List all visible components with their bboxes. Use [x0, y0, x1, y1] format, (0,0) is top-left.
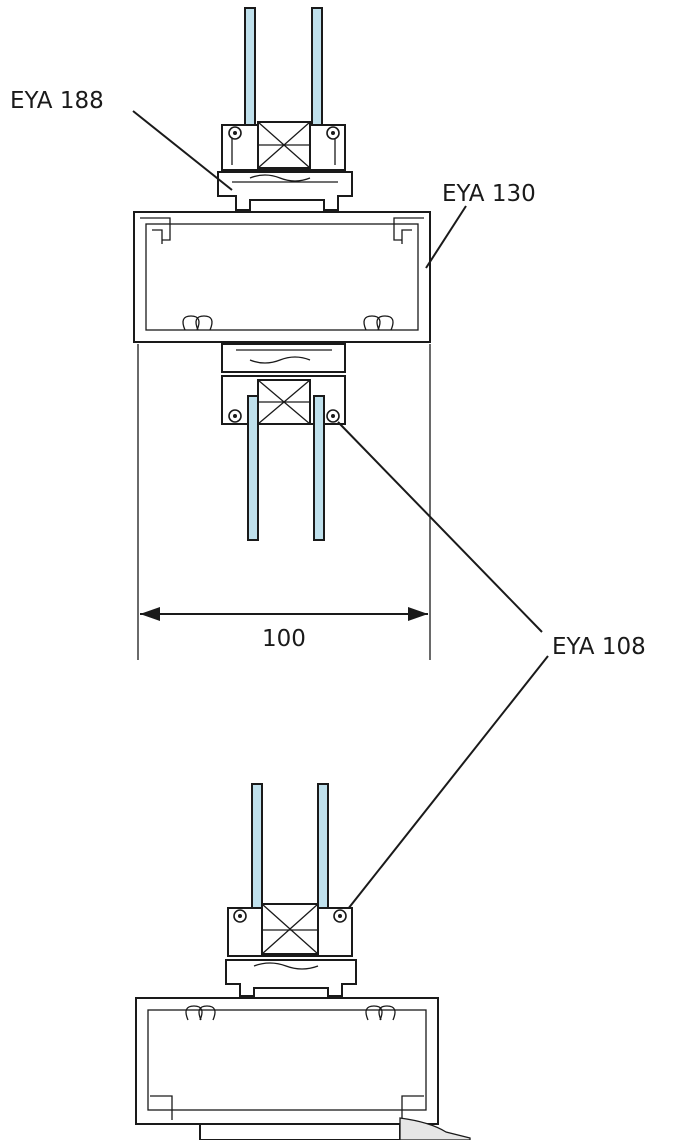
dimension-label: 100 — [262, 626, 306, 652]
leader-eya108-lower — [343, 655, 549, 915]
lower-sash-profile-top — [221, 343, 346, 425]
bottom-sash-profile — [225, 903, 357, 997]
leader-eya108-upper — [337, 421, 543, 633]
transom-profile-eya130 — [133, 211, 431, 343]
upper-sash-profile — [217, 121, 353, 211]
upper-glazing-assembly — [133, 7, 431, 541]
leader-eya130 — [425, 205, 467, 269]
label-eya130: EYA 130 — [442, 181, 536, 207]
lower-glass-pane-right — [313, 395, 325, 541]
lower-glazing-assembly — [135, 783, 471, 1140]
label-eya188: EYA 188 — [10, 88, 104, 114]
dimension-100: 100 — [137, 344, 431, 660]
sill-profile — [135, 997, 471, 1140]
label-eya108: EYA 108 — [552, 634, 646, 660]
lower-glass-pane-left — [247, 395, 259, 541]
leader-eya188 — [132, 110, 233, 191]
